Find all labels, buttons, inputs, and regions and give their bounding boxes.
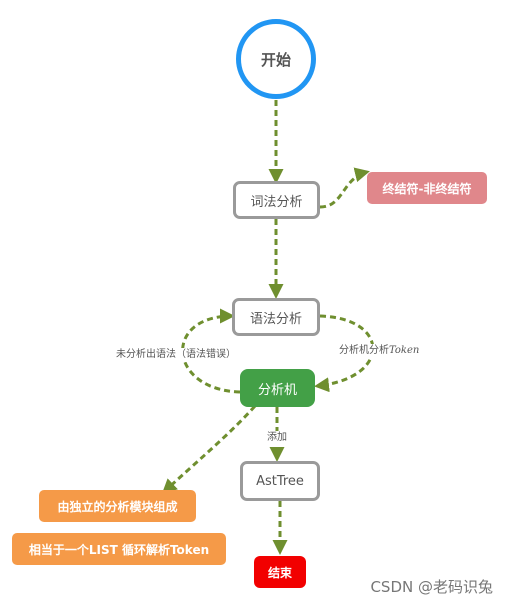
edge-label-analyze-text: 分析机分析 (339, 345, 389, 356)
asttree-node[interactable]: AstTree (240, 461, 320, 501)
end-label: 结束 (267, 565, 292, 580)
module-note-label: 由独立的分析模块组成 (57, 499, 178, 514)
lexer-label: 词法分析 (250, 194, 303, 210)
edge-label-add: 添加 (267, 431, 287, 445)
lexer-node[interactable]: 词法分析 (233, 181, 320, 219)
analyzer-node[interactable]: 分析机 (240, 369, 315, 407)
module-note: 由独立的分析模块组成 (39, 490, 196, 522)
analyzer-label: 分析机 (257, 382, 297, 398)
end-node[interactable]: 结束 (254, 556, 306, 588)
terminal-node[interactable]: 终结符-非终结符 (367, 172, 487, 204)
list-note: 相当于一个LIST 循环解析Token (12, 533, 226, 565)
edge-analyzer-module (161, 404, 257, 495)
start-label: 开始 (260, 50, 291, 69)
watermark: CSDN @老码识兔 (370, 578, 493, 596)
terminal-label: 终结符-非终结符 (382, 181, 472, 196)
edge-label-analyze: 分析机分析Token (339, 344, 420, 358)
edge-lexer-terminal (319, 167, 370, 209)
list-note-label: 相当于一个LIST 循环解析Token (28, 542, 210, 557)
asttree-label: AstTree (256, 473, 304, 489)
grammar-label: 语法分析 (249, 311, 302, 327)
edge-grammar-analyzer (314, 314, 375, 393)
edge-label-syntax-error: 未分析出语法（语法错误） (116, 348, 236, 362)
start-node[interactable]: 开始 (236, 19, 316, 99)
grammar-node[interactable]: 语法分析 (232, 298, 320, 336)
edge-label-analyze-token: Token (389, 345, 420, 356)
